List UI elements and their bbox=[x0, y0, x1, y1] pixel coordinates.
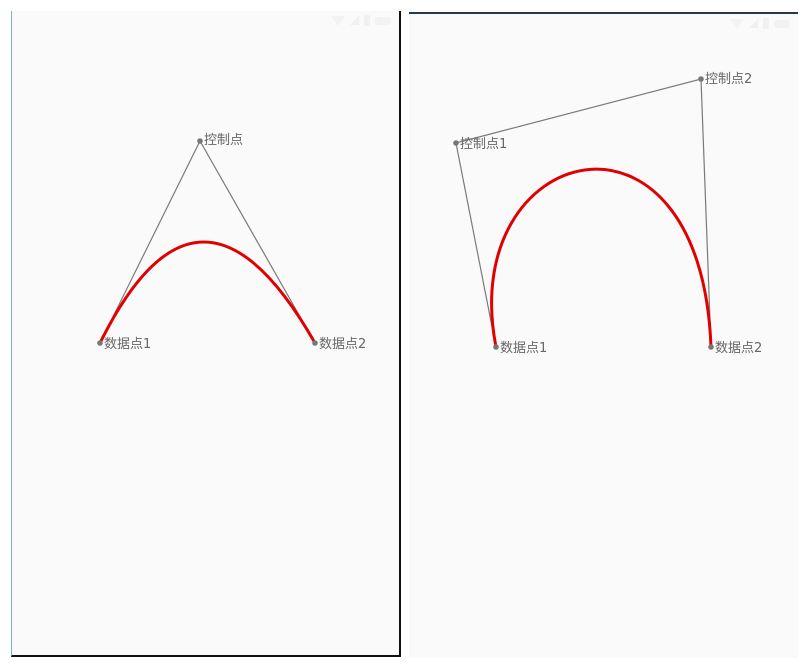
data-point-2-label: 数据点2 bbox=[319, 337, 366, 352]
data-point-2[interactable] bbox=[708, 344, 714, 350]
bezier-curve bbox=[490, 167, 713, 348]
bezier-canvas-cubic[interactable]: 数据点1 控制点1 控制点2 数据点2 bbox=[409, 14, 798, 658]
battery-icon bbox=[763, 18, 769, 29]
status-time bbox=[375, 16, 391, 25]
phone-screen-cubic: 数据点1 控制点1 控制点2 数据点2 bbox=[409, 12, 798, 658]
control-point[interactable] bbox=[197, 138, 203, 144]
data-point-1[interactable] bbox=[97, 340, 103, 346]
wifi-icon bbox=[730, 18, 744, 29]
status-time bbox=[774, 19, 790, 28]
signal-icon bbox=[749, 19, 758, 28]
data-point-1-label: 数据点1 bbox=[104, 337, 151, 352]
signal-icon bbox=[350, 16, 359, 25]
phone-screen-quadratic: 数据点1 控制点 数据点2 bbox=[11, 11, 401, 657]
control-polygon bbox=[455, 78, 712, 348]
status-bar bbox=[331, 15, 391, 26]
wifi-icon bbox=[331, 15, 345, 26]
data-point-1[interactable] bbox=[493, 344, 499, 350]
bezier-canvas-quadratic[interactable]: 数据点1 控制点 数据点2 bbox=[12, 11, 401, 657]
control-point-2[interactable] bbox=[698, 76, 704, 82]
control-point-1-label: 控制点1 bbox=[460, 137, 507, 152]
control-point-1[interactable] bbox=[453, 140, 459, 146]
status-bar bbox=[730, 18, 790, 29]
data-point-2[interactable] bbox=[312, 340, 318, 346]
control-point-2-label: 控制点2 bbox=[705, 72, 752, 87]
control-point-label: 控制点 bbox=[204, 133, 243, 148]
battery-icon bbox=[364, 15, 370, 26]
data-point-2-label: 数据点2 bbox=[715, 341, 762, 356]
bezier-curve bbox=[98, 240, 317, 344]
data-point-1-label: 数据点1 bbox=[500, 341, 547, 356]
